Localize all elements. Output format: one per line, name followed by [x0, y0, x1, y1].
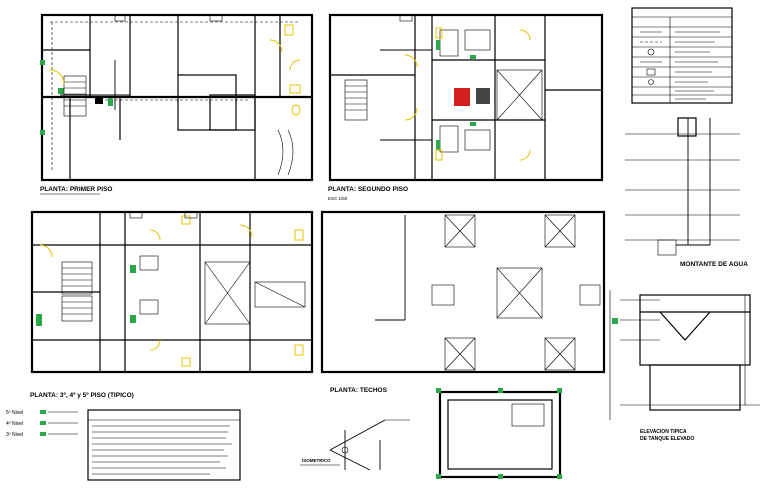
title-tipico: PLANTA: 3º, 4º y 5º PISO (TIPICO) [30, 392, 134, 399]
nivel-legend: 5º Nivel 4º Nivel 3º Nivel [6, 410, 78, 438]
plan-primer-piso: PLANTA: PRIMER PISO [40, 13, 314, 195]
isometrico: ISOMETRICO [300, 419, 410, 471]
title-isometrico: ISOMETRICO [302, 458, 331, 463]
tank-plan [436, 388, 562, 479]
title-montante: MONTANTE DE AGUA [680, 261, 748, 268]
nivel-3: 3º Nivel [6, 432, 23, 438]
scale-segundo-piso: ESC 1/50 [328, 196, 348, 201]
nivel-4: 4º Nivel [6, 421, 23, 427]
elevacion-title-1: ELEVACION TIPICA [640, 429, 687, 435]
notes-box [87, 409, 241, 481]
plan-tipico: PLANTA: 3º, 4º y 5º PISO (TIPICO) [30, 210, 314, 399]
nivel-5: 5º Nivel [6, 410, 23, 416]
elevacion-title-2: DE TANQUE ELEVADO [640, 436, 694, 442]
montante-diagram: MONTANTE DE AGUA [625, 117, 748, 268]
title-segundo-piso: PLANTA: SEGUNDO PISO [328, 186, 408, 193]
title-techos: PLANTA: TECHOS [330, 387, 388, 394]
legend-table [631, 7, 733, 104]
plan-segundo-piso: PLANTA: SEGUNDO PISO ESC 1/50 [328, 13, 604, 201]
title-primer-piso: PLANTA: PRIMER PISO [40, 186, 112, 193]
elevacion-tanque: ELEVACION TIPICA DE TANQUE ELEVADO [609, 290, 760, 442]
plan-techos: PLANTA: TECHOS [320, 210, 606, 394]
